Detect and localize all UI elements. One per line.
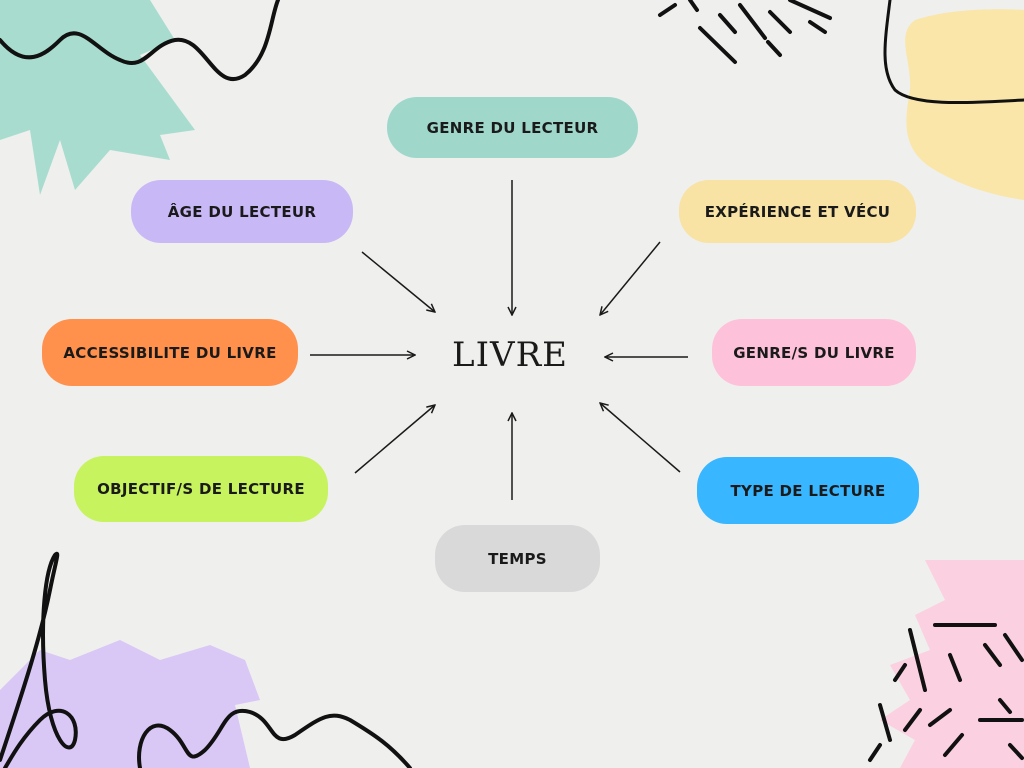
arrows	[310, 180, 688, 500]
lilac-splash-decoration	[0, 640, 260, 768]
squiggle-bottom-left	[0, 551, 78, 768]
dash-marks-bottom-right	[868, 623, 1024, 762]
yellow-blob-decoration	[883, 0, 1024, 201]
squiggle-top-left	[0, 0, 280, 81]
arrow-objectifs	[354, 405, 435, 474]
node-experience-et-vecu: EXPÉRIENCE ET VÉCU	[679, 180, 916, 243]
teal-splash-decoration	[0, 0, 195, 195]
arrow-type-lecture	[600, 403, 681, 473]
node-objectifs-de-lecture: OBJECTIF/S DE LECTURE	[74, 456, 328, 522]
center-node-livre: LIVRE	[452, 335, 568, 375]
node-genres-du-livre: GENRE/S DU LIVRE	[712, 319, 916, 386]
node-genre-du-lecteur: GENRE DU LECTEUR	[387, 97, 638, 158]
arrow-age-lecteur	[361, 251, 435, 312]
node-accessibilite-du-livre: ACCESSIBILITE DU LIVRE	[42, 319, 298, 386]
node-temps: TEMPS	[435, 525, 600, 592]
dash-marks-top	[658, 0, 832, 64]
squiggle-bottom	[137, 708, 412, 768]
node-type-de-lecture: TYPE DE LECTURE	[697, 457, 919, 524]
arrow-experience	[600, 241, 661, 315]
node-age-du-lecteur: ÂGE DU LECTEUR	[131, 180, 353, 243]
